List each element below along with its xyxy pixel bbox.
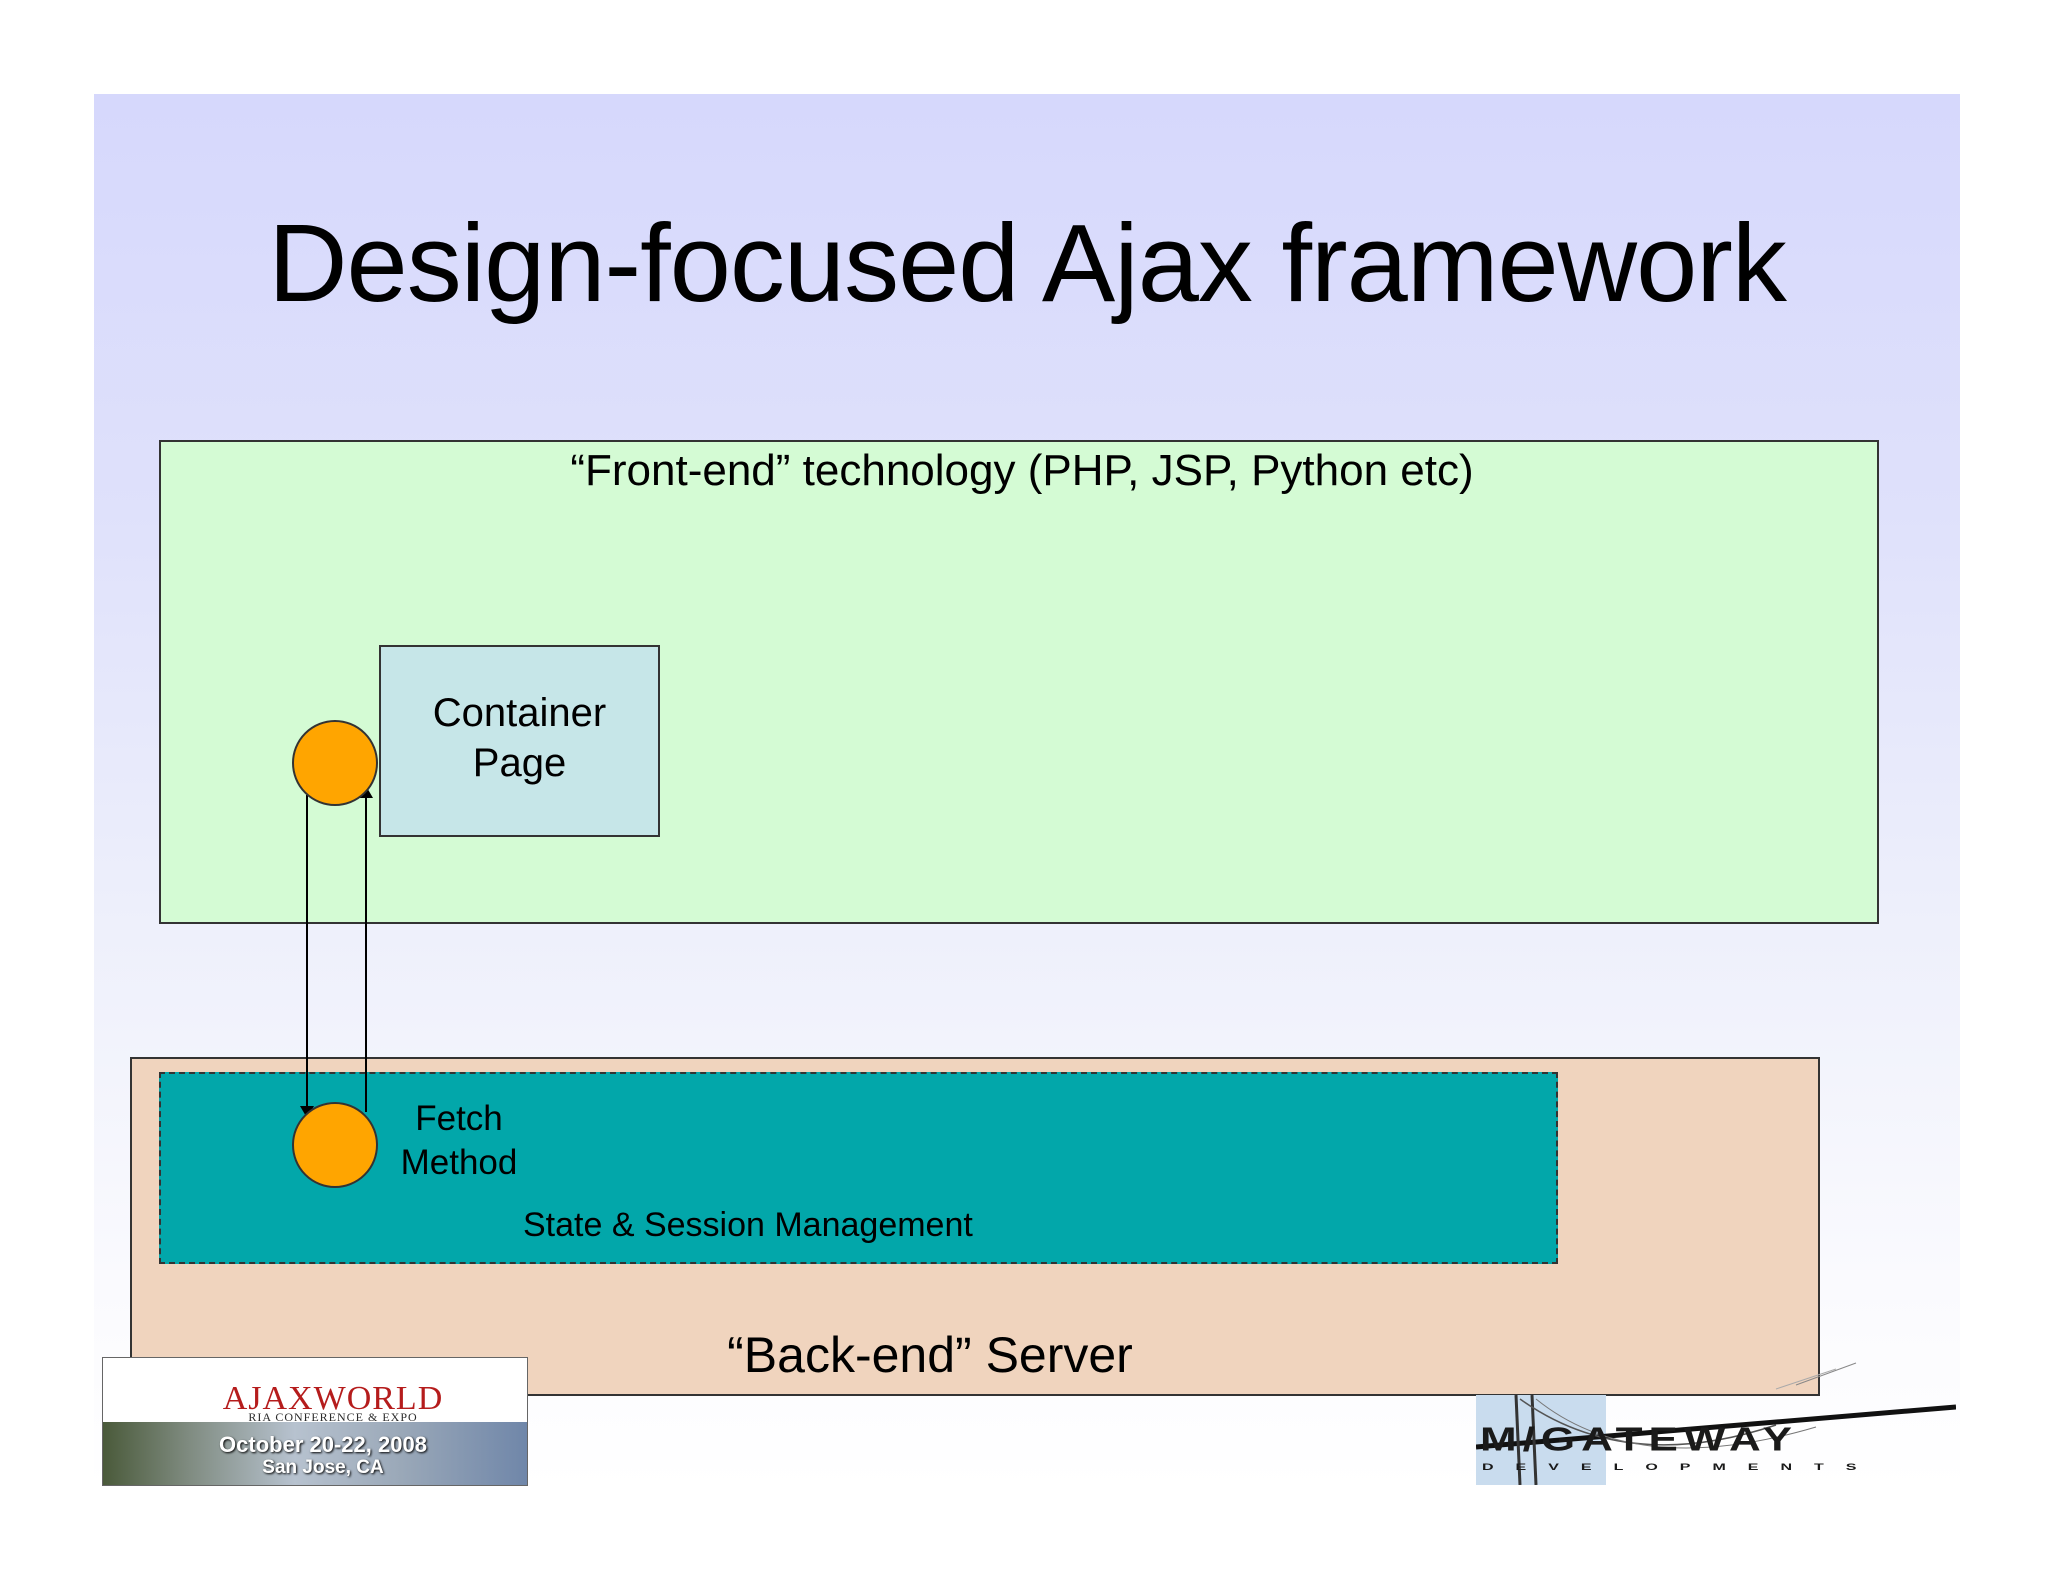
fetch-method-node-circle: [292, 1102, 378, 1188]
fetch-method-label: Fetch Method: [389, 1097, 529, 1185]
container-page-label: Container Page: [379, 688, 660, 788]
ajaxworld-brand: AJAXWORLD: [222, 1380, 444, 1417]
mgateway-name: M/GATEWAY: [1480, 1421, 1799, 1458]
mgateway-sub: DEVELOPMENTS: [1482, 1462, 1879, 1473]
ajaxworld-logo-photo: [103, 1422, 527, 1485]
back-end-server-label: “Back-end” Server: [727, 1327, 1133, 1383]
fetch-method-label-line2: Method: [400, 1143, 518, 1182]
ajaxworld-date: October 20-22, 2008: [219, 1432, 427, 1457]
slide-title: Design-focused Ajax framework: [268, 202, 1787, 325]
mgateway-logo: M/GATEWAY DEVELOPMENTS: [1476, 1355, 1956, 1485]
ajaxworld-tagline: RIA CONFERENCE & EXPO: [248, 1410, 418, 1424]
container-page-label-line2: Page: [472, 741, 567, 785]
state-session-management-label: State & Session Management: [523, 1206, 973, 1244]
fetch-method-label-line1: Fetch: [415, 1099, 503, 1138]
ajaxworld-place: San Jose, CA: [262, 1457, 384, 1478]
state-session-management-box: [159, 1072, 1558, 1264]
container-page-label-line1: Container: [432, 691, 607, 735]
container-page-box: [379, 645, 660, 837]
bridge-icon: [1476, 1362, 1956, 1485]
front-end-label: “Front-end” technology (PHP, JSP, Python…: [570, 446, 1474, 495]
ajaxworld-logo: AJAXWORLD RIA CONFERENCE & EXPO October …: [102, 1357, 528, 1486]
front-end-label-wrap: “Front-end” technology (PHP, JSP, Python…: [0, 446, 2048, 496]
container-node-circle: [292, 720, 378, 806]
